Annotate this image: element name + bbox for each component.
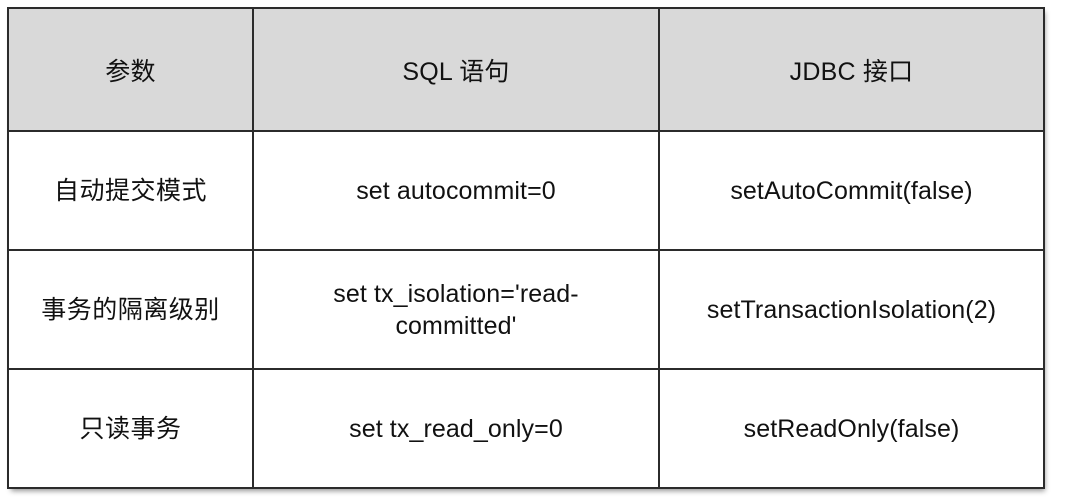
cell-sql-autocommit: set autocommit=0 — [252, 130, 660, 251]
table-row: 事务的隔离级别 set tx_isolation='read-committed… — [7, 249, 1045, 370]
column-header-jdbc: JDBC 接口 — [658, 7, 1045, 132]
cell-sql-isolation-text: set tx_isolation='read-committed' — [333, 279, 579, 340]
table-body: 自动提交模式 set autocommit=0 setAutoCommit(fa… — [7, 130, 1045, 489]
cell-jdbc-isolation: setTransactionIsolation(2) — [658, 249, 1045, 370]
table-row: 自动提交模式 set autocommit=0 setAutoCommit(fa… — [7, 130, 1045, 251]
cell-param-isolation: 事务的隔离级别 — [7, 249, 254, 370]
column-header-sql: SQL 语句 — [252, 7, 660, 132]
table-container: 参数 SQL 语句 JDBC 接口 自动提交模式 set autocommit=… — [7, 7, 1045, 489]
cell-param-autocommit: 自动提交模式 — [7, 130, 254, 251]
cell-jdbc-readonly: setReadOnly(false) — [658, 368, 1045, 489]
cell-jdbc-autocommit: setAutoCommit(false) — [658, 130, 1045, 251]
table-header: 参数 SQL 语句 JDBC 接口 — [7, 7, 1045, 132]
cell-param-readonly: 只读事务 — [7, 368, 254, 489]
transaction-settings-table: 参数 SQL 语句 JDBC 接口 自动提交模式 set autocommit=… — [7, 7, 1045, 489]
table-row: 只读事务 set tx_read_only=0 setReadOnly(fals… — [7, 368, 1045, 489]
cell-sql-isolation: set tx_isolation='read-committed' — [252, 249, 660, 370]
cell-sql-readonly: set tx_read_only=0 — [252, 368, 660, 489]
table-header-row: 参数 SQL 语句 JDBC 接口 — [7, 7, 1045, 132]
column-header-param: 参数 — [7, 7, 254, 132]
